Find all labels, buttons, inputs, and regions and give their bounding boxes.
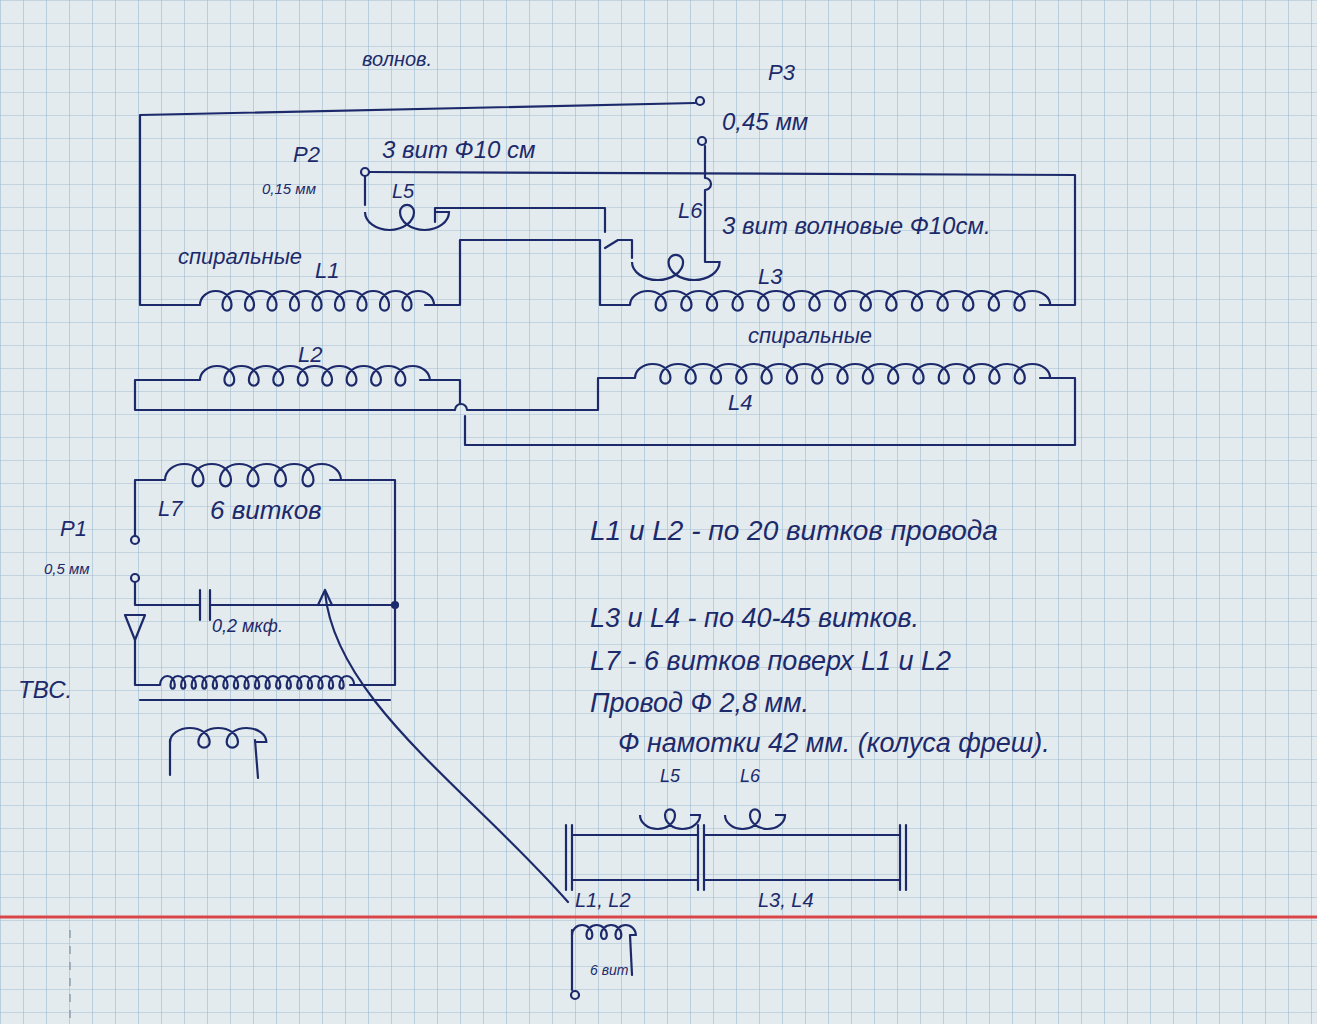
note-label: 0,5 мм — [44, 560, 90, 577]
coil-symbol — [725, 809, 785, 829]
wires — [125, 97, 1075, 999]
coil-symbol — [640, 809, 700, 829]
note-label: L5 — [660, 766, 680, 787]
coil-symbol — [635, 364, 1050, 384]
note-label: L3 — [758, 264, 782, 289]
note-label: P1 — [60, 516, 87, 541]
coil-symbol — [365, 205, 449, 230]
note-label: L3 и L4 - по 40-45 витков. — [590, 603, 919, 634]
note-label: волнов. — [362, 48, 432, 71]
note-label: L1 — [315, 258, 339, 283]
note-label: L6 — [740, 766, 760, 787]
note-label: 3 вит волновые Ф10см. — [722, 212, 991, 240]
note-label: Ф намотки 42 мм. (колуса фреш). — [618, 728, 1050, 759]
note-label: L6 — [678, 198, 702, 223]
note-label: P3 — [768, 60, 795, 85]
note-label: L2 — [298, 342, 322, 367]
coil-symbol — [572, 925, 636, 939]
note-label: 0,15 мм — [262, 180, 316, 197]
coil-symbol — [200, 366, 430, 386]
note-label: 6 вит — [590, 962, 628, 978]
note-label: L5 — [392, 180, 414, 203]
fold-line — [69, 930, 71, 1024]
note-label: P2 — [293, 142, 320, 167]
coil-symbol — [170, 728, 266, 748]
note-label: L7 - 6 витков поверх L1 и L2 — [590, 646, 951, 677]
margin-line — [0, 916, 1317, 919]
note-label: спиральные — [748, 323, 872, 348]
note-label: 3 вит Ф10 см — [382, 136, 535, 164]
note-label: 0,45 мм — [722, 108, 808, 136]
note-label: L4 — [728, 390, 752, 415]
coil-symbol — [160, 676, 354, 689]
coil-symbol — [200, 291, 434, 311]
note-label: L3, L4 — [758, 889, 814, 912]
note-label: спиральные — [178, 244, 302, 269]
coil-windings — [160, 205, 1050, 939]
coil-symbol — [632, 255, 720, 280]
coil-symbol — [165, 464, 341, 486]
coil-symbol — [630, 291, 1050, 311]
note-label: ТВС. — [18, 676, 72, 704]
note-label: L1 и L2 - по 20 витков провода — [590, 515, 1060, 547]
note-label: L1, L2 — [575, 889, 631, 912]
note-label: 0,2 мкф. — [212, 616, 283, 637]
note-label: Провод Ф 2,8 мм. — [590, 688, 809, 719]
note-label: L7 — [158, 496, 182, 521]
note-label: 6 витков — [210, 496, 322, 526]
